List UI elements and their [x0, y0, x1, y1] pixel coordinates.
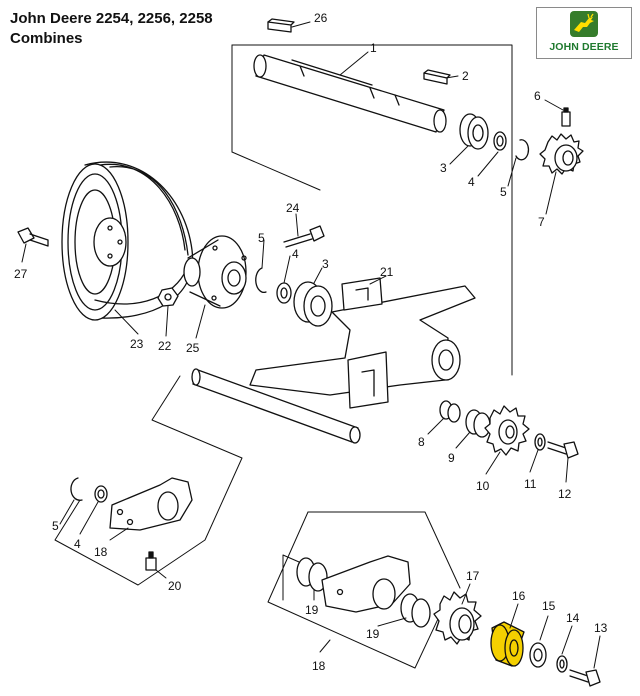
- part-10-sprocket: [484, 405, 530, 456]
- part-lower-shaft: [191, 368, 361, 444]
- callout-26: 26: [314, 11, 328, 25]
- callout-1: 1: [370, 41, 377, 55]
- callout-27: 27: [14, 267, 28, 281]
- part-25-hub: [183, 235, 247, 309]
- callout-22: 22: [158, 339, 172, 353]
- part-5-snap-ring-top: [515, 139, 530, 161]
- callout-4-mid: 4: [292, 247, 299, 261]
- leader-lines: [21, 21, 601, 669]
- callout-8: 8: [418, 435, 425, 449]
- callout-10: 10: [476, 479, 490, 493]
- part-13-bolt: [569, 669, 601, 687]
- callout-16: 16: [512, 589, 526, 603]
- part-6-grease-fitting: [561, 107, 571, 127]
- callout-12: 12: [558, 487, 572, 501]
- part-7-sprocket: [539, 133, 584, 175]
- callout-4-lower: 4: [74, 537, 81, 551]
- callout-13: 13: [594, 621, 608, 635]
- part-23-pulley: [61, 161, 194, 321]
- callout-17: 17: [466, 569, 480, 583]
- callout-7: 7: [538, 215, 545, 229]
- callout-20: 20: [168, 579, 182, 593]
- part-11-washer: [534, 433, 546, 451]
- part-8-bushing: [439, 400, 461, 423]
- part-4-washer-top: [493, 131, 507, 151]
- callout-6: 6: [534, 89, 541, 103]
- callout-18-left: 18: [94, 545, 108, 559]
- callout-5-lower: 5: [52, 519, 59, 533]
- part-4-washer-mid: [276, 282, 292, 304]
- callout-2: 2: [462, 69, 469, 83]
- part-26-key: [267, 18, 295, 33]
- part-19-bushing-b: [400, 593, 431, 628]
- title-line-2: Combines: [10, 30, 83, 47]
- part-3-bearing-top: [459, 113, 489, 150]
- part-17-sprocket: [433, 591, 482, 645]
- part-18-bracket-right: [321, 555, 411, 613]
- callout-11: 11: [524, 477, 537, 491]
- john-deere-logo: JOHN DEERE: [536, 7, 632, 59]
- callout-24: 24: [286, 201, 300, 215]
- part-5-snap-ring-mid: [255, 267, 267, 294]
- callout-4-top: 4: [468, 175, 475, 189]
- part-18-bracket-left: [109, 477, 193, 531]
- part-21-arm: [249, 277, 476, 409]
- callout-9: 9: [448, 451, 455, 465]
- callout-23: 23: [130, 337, 144, 351]
- part-9-spacer: [465, 409, 491, 438]
- callout-25: 25: [186, 341, 200, 355]
- callout-15: 15: [542, 599, 556, 613]
- callout-5-top: 5: [500, 185, 507, 199]
- title-line-1: John Deere 2254, 2256, 2258: [10, 10, 213, 27]
- part-3-bearing-mid: [293, 281, 333, 327]
- callout-3-top: 3: [440, 161, 447, 175]
- part-14-washer: [556, 655, 568, 673]
- page-title: John Deere 2254, 2256, 2258 Combines: [10, 9, 213, 49]
- callout-14: 14: [566, 611, 580, 625]
- callout-21: 21: [380, 265, 394, 279]
- group-frames: [54, 44, 513, 669]
- callout-18-right: 18: [312, 659, 326, 673]
- leaping-deer-icon: [570, 11, 598, 37]
- part-16-bearing-highlighted: [490, 621, 525, 667]
- logo-wordmark: JOHN DEERE: [549, 41, 619, 53]
- part-24-bolt: [283, 225, 325, 248]
- part-27-bolt: [17, 227, 49, 247]
- part-1-shaft: [253, 54, 447, 133]
- callout-19-a: 19: [305, 603, 319, 617]
- part-20-fitting: [145, 551, 157, 571]
- part-4-washer-lower: [94, 485, 108, 503]
- callout-labels: 26 1 2 6 3 4 5 7 24 5 4 3 21 27 23 22 25…: [14, 11, 608, 673]
- part-12-bolt: [547, 441, 579, 459]
- part-22-nut: [157, 287, 179, 307]
- part-2-key: [423, 69, 451, 85]
- callout-5-mid: 5: [258, 231, 265, 245]
- callout-3-mid: 3: [322, 257, 329, 271]
- part-5-snap-ring-lower: [70, 477, 83, 501]
- part-15-washer: [529, 642, 547, 668]
- callout-19-b: 19: [366, 627, 380, 641]
